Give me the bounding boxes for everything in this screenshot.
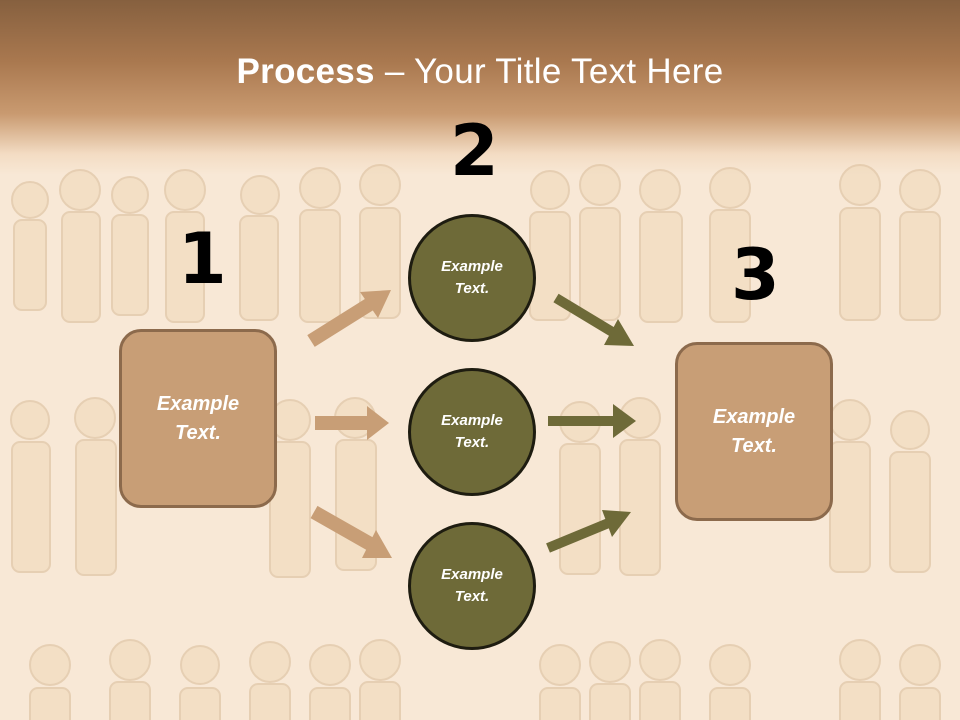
circle-middle-text: Example Text.: [441, 411, 503, 452]
left-box-text: Example Text.: [156, 392, 240, 444]
arrow-middle-to-right: [548, 404, 636, 438]
right-box[interactable]: Example Text.: [675, 342, 833, 521]
slide-title: Process – Your Title Text Here: [0, 52, 960, 92]
title-rest: – Your Title Text Here: [374, 52, 724, 91]
arrow-left-to-middle: [315, 406, 389, 440]
arrow-left-to-top: [307, 290, 391, 347]
step-number-2: 2: [450, 110, 499, 192]
arrow-bottom-to-right: [546, 510, 631, 553]
step-number-3: 3: [731, 234, 780, 316]
circle-top-text: Example Text.: [441, 257, 503, 298]
arrow-left-to-bottom: [310, 505, 392, 558]
step-number-1: 1: [178, 218, 227, 300]
circle-bottom-text: Example Text.: [441, 565, 503, 606]
left-box[interactable]: Example Text.: [119, 329, 277, 508]
circle-middle[interactable]: Example Text.: [408, 368, 536, 496]
circle-bottom[interactable]: Example Text.: [408, 522, 536, 650]
title-bold: Process: [236, 52, 375, 91]
right-box-text: Example Text.: [712, 405, 796, 457]
arrow-top-to-right: [553, 293, 634, 346]
circle-top[interactable]: Example Text.: [408, 214, 536, 342]
header-band: [0, 0, 960, 175]
